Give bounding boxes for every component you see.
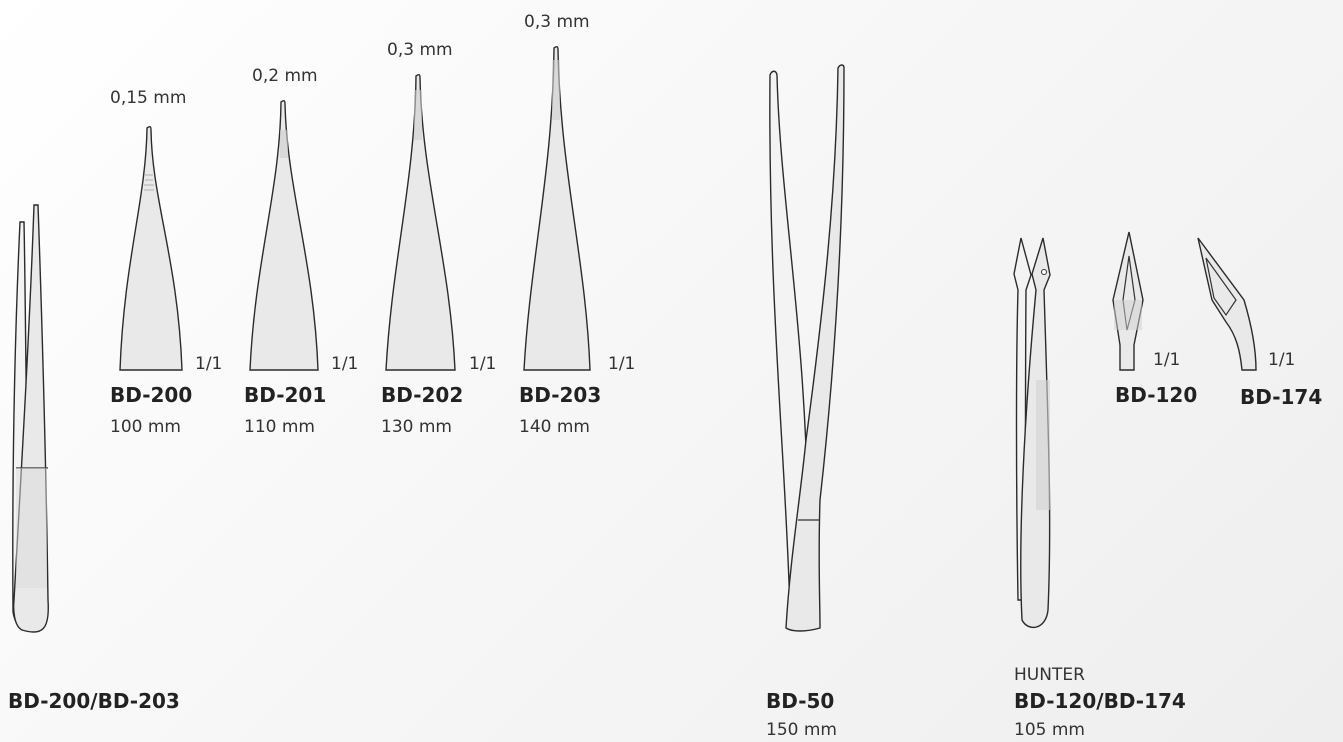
hunter-name: HUNTER xyxy=(1014,665,1085,685)
code-bd120: BD-120 xyxy=(1115,383,1198,407)
tip-bd202-icon xyxy=(385,74,456,371)
tip-bd120-icon xyxy=(1112,231,1144,371)
scale-bd174: 1/1 xyxy=(1268,350,1296,370)
family-label: BD-200/BD-203 xyxy=(8,689,180,713)
length-bd201: 110 mm xyxy=(244,417,315,437)
tweezer-hunter-icon xyxy=(1013,237,1051,629)
length-bd200: 100 mm xyxy=(110,417,181,437)
tweezer-bd200-full-icon xyxy=(12,204,49,633)
length-bd203: 140 mm xyxy=(519,417,590,437)
tip-bd174-icon xyxy=(1197,237,1257,371)
tip-size-bd203: 0,3 mm xyxy=(524,12,590,32)
tip-size-bd202: 0,3 mm xyxy=(387,40,453,60)
code-bd174: BD-174 xyxy=(1240,385,1323,409)
length-hunter: 105 mm xyxy=(1014,720,1085,740)
scale-bd200: 1/1 xyxy=(195,354,223,374)
tweezer-bd50-icon xyxy=(769,64,845,632)
scale-bd120: 1/1 xyxy=(1153,350,1181,370)
tip-size-bd200: 0,15 mm xyxy=(110,88,187,108)
tip-size-bd201: 0,2 mm xyxy=(252,66,318,86)
code-bd50: BD-50 xyxy=(766,689,835,713)
scale-bd202: 1/1 xyxy=(469,354,497,374)
scale-bd201: 1/1 xyxy=(331,354,359,374)
code-bd203: BD-203 xyxy=(519,383,602,407)
length-bd202: 130 mm xyxy=(381,417,452,437)
tip-bd203-icon xyxy=(523,46,591,371)
tip-bd201-icon xyxy=(249,100,319,371)
tip-bd200-icon xyxy=(119,126,183,371)
length-bd50: 150 mm xyxy=(766,720,837,740)
scale-bd203: 1/1 xyxy=(608,354,636,374)
code-bd202: BD-202 xyxy=(381,383,464,407)
code-hunter: BD-120/BD-174 xyxy=(1014,689,1186,713)
code-bd201: BD-201 xyxy=(244,383,327,407)
code-bd200: BD-200 xyxy=(110,383,193,407)
